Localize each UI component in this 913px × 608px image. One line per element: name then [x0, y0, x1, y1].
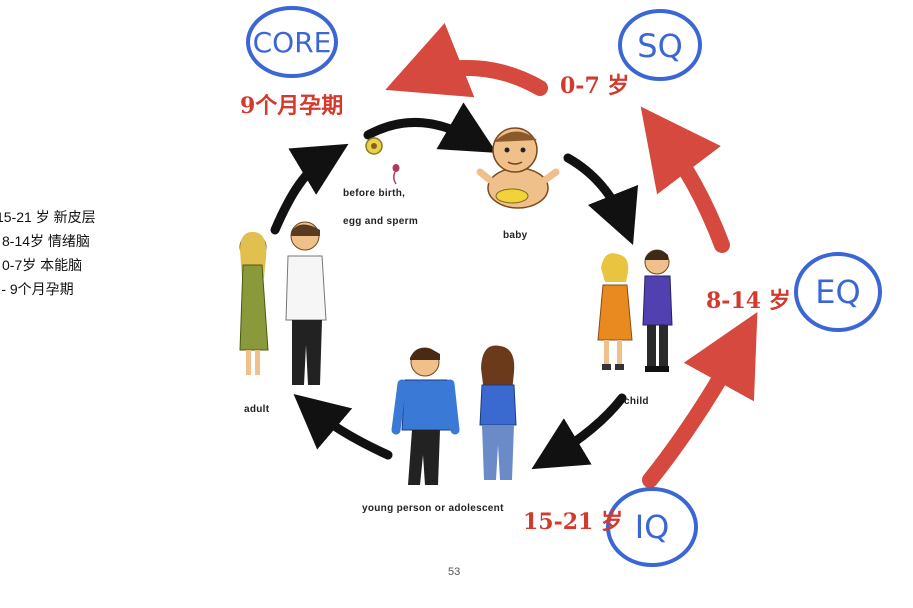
adult-label: adult: [244, 404, 270, 415]
young-man-figure: [391, 347, 460, 485]
list-item-core: RE - 9个月孕期: [0, 281, 74, 297]
young-person-label: young person or adolescent: [362, 503, 504, 514]
arrow-birth-to-baby: [363, 102, 497, 153]
page-number: 53: [448, 566, 461, 578]
baby-figure: [476, 127, 560, 209]
sq-circle: [618, 9, 702, 81]
age-8-14-label: 8-14 岁: [706, 288, 791, 314]
arrow-adult-to-birth: [270, 143, 349, 235]
age-0-7-label: 0-7 岁: [560, 73, 630, 99]
sq-label: SQ: [637, 27, 683, 65]
core-circle: [246, 6, 338, 78]
before-birth-label-1: before birth,: [343, 188, 406, 199]
eq-label: EQ: [815, 273, 861, 311]
eq-circle: [794, 252, 882, 332]
list-item-0-7: 0-7岁 本能脑: [2, 257, 83, 273]
red-arrow-sq-to-core: [385, 23, 548, 98]
red-arrow-eq-to-sq: [640, 106, 730, 253]
arrow-baby-to-child: [563, 153, 639, 246]
arrow-young-to-adult: [293, 394, 393, 460]
child-label: child: [624, 396, 649, 407]
list-item-8-14: 8-14岁 情绪脑: [2, 233, 90, 249]
left-list: 15-21 岁 新皮层 8-14岁 情绪脑 0-7岁 本能脑 RE - 9个月孕…: [0, 205, 96, 301]
adult-man-figure: [285, 221, 327, 385]
list-item-15-21: 15-21 岁 新皮层: [0, 209, 96, 225]
baby-label: baby: [503, 230, 528, 241]
child-boy-figure: [642, 249, 673, 372]
red-arrow-iq-to-eq: [642, 311, 758, 488]
young-woman-figure: [479, 345, 517, 480]
child-girl-figure: [597, 253, 633, 370]
iq-label: IQ: [634, 508, 670, 546]
arrow-child-to-young: [531, 393, 627, 470]
adult-woman-figure: [239, 231, 269, 375]
iq-circle: [606, 487, 698, 567]
pregnancy-label: 9个月孕期: [240, 93, 344, 119]
before-birth-label-2: egg and sperm: [343, 216, 419, 227]
egg-and-sperm: [365, 137, 400, 185]
core-label: CORE: [252, 25, 332, 59]
age-15-21-label: 15-21 岁: [523, 509, 624, 535]
